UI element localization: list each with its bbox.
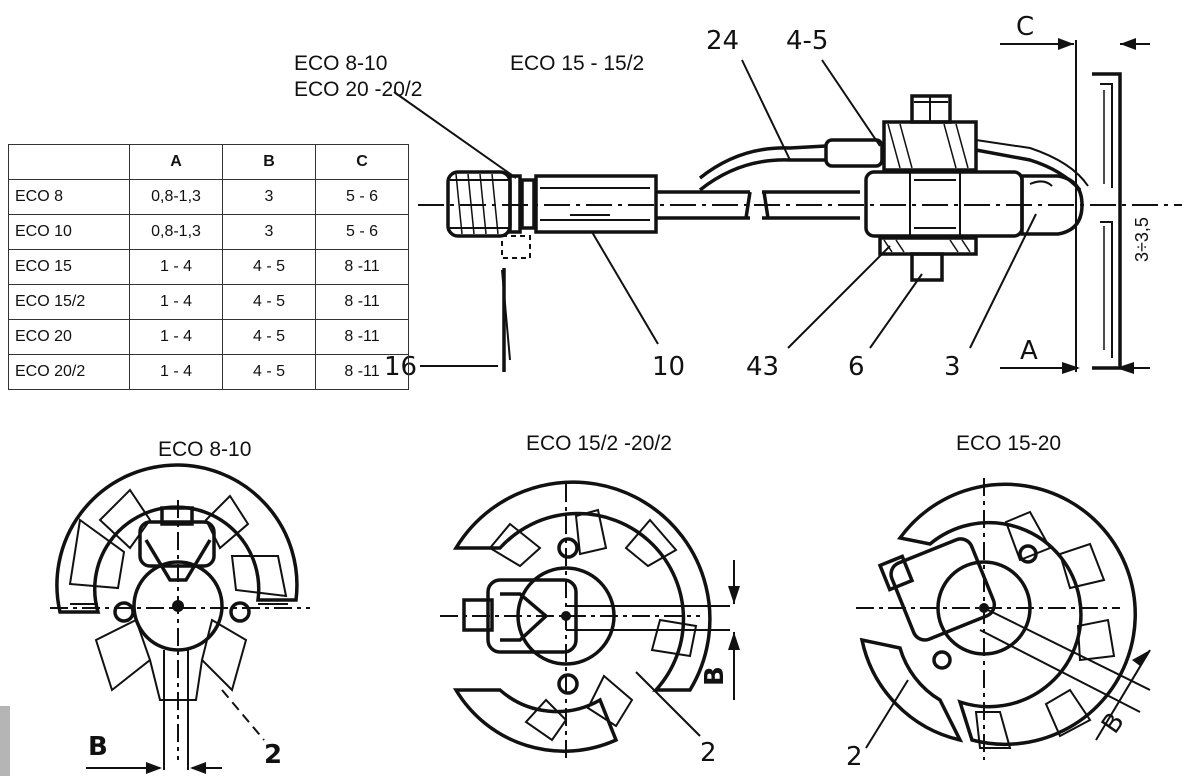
table-cell-c: 5 - 6	[315, 179, 409, 215]
table-cell-b: 4 - 5	[222, 354, 316, 390]
part-number-43: 43	[746, 352, 780, 382]
table-cell-model: ECO 10	[8, 214, 130, 250]
caption-eco-15-20: ECO 15-20	[956, 432, 1062, 455]
leader-6	[869, 273, 923, 349]
table-cell-b: 3	[222, 214, 316, 250]
part-number-4-5: 4-5	[786, 26, 829, 56]
dimension-b-label-mid: B	[700, 666, 730, 686]
screw-6	[910, 252, 944, 282]
table-cell-a: 1 - 4	[129, 319, 223, 355]
stabilizer-disc-side	[1092, 72, 1122, 370]
table-cell-b: 4 - 5	[222, 319, 316, 355]
electrode-rod	[975, 148, 1082, 192]
table-cell-a: 1 - 4	[129, 249, 223, 285]
table-cell-model: ECO 8	[8, 179, 130, 215]
leader-eco-8-10	[393, 91, 517, 179]
dimension-b-label-left: B	[88, 732, 108, 762]
table-header-cell: B	[222, 144, 316, 180]
table-cell-c: 8 -11	[315, 354, 409, 390]
table-row: ECO 20/2 1 - 4 4 - 5 8 -11	[8, 354, 409, 390]
body-hex	[534, 174, 658, 234]
electrode-insulator	[824, 138, 884, 168]
table-cell-c: 8 -11	[315, 284, 409, 320]
table-header-cell: A	[129, 144, 223, 180]
table-header-row: A B C	[8, 144, 409, 180]
table-header-cell: C	[315, 144, 409, 180]
part-number-3: 3	[944, 352, 961, 382]
table-row: ECO 20 1 - 4 4 - 5 8 -11	[8, 319, 409, 355]
electrode-16-outline	[501, 235, 531, 259]
disc-eco-15-20	[856, 478, 1151, 760]
caption-eco-8-10: ECO 8-10	[158, 438, 252, 461]
part-number-2-right: 2	[846, 742, 863, 772]
table-row: ECO 15 1 - 4 4 - 5 8 -11	[8, 249, 409, 285]
table-cell-b: 3	[222, 179, 316, 215]
leader-4-5	[821, 59, 881, 147]
tube-right	[762, 190, 860, 220]
table-cell-model: ECO 20/2	[8, 354, 130, 390]
caption-eco-15-2-20-2: ECO 15/2 -20/2	[526, 432, 672, 455]
dimension-3-3-5-label: 3÷3,5	[1132, 217, 1152, 262]
table-cell-b: 4 - 5	[222, 249, 316, 285]
disc-eco-15-2-20-2	[440, 480, 740, 760]
table-cell-a: 0,8-1,3	[129, 179, 223, 215]
ignition-cable	[698, 144, 827, 180]
leader-24	[741, 59, 791, 161]
label-eco-8-10: ECO 8-10	[294, 52, 388, 75]
dimension-c-label: C	[1016, 12, 1035, 42]
table-cell-a: 1 - 4	[129, 284, 223, 320]
collar-ring-1	[508, 174, 522, 234]
table-cell-model: ECO 15	[8, 249, 130, 285]
table-header-cell	[8, 144, 130, 180]
side-bar	[0, 706, 10, 776]
label-eco-15-15-2: ECO 15 - 15/2	[510, 52, 645, 75]
table-cell-b: 4 - 5	[222, 284, 316, 320]
spec-table: A B C ECO 8 0,8-1,3 3 5 - 6 ECO 10 0,8-1…	[8, 144, 409, 390]
table-cell-model: ECO 20	[8, 319, 130, 355]
table-cell-c: 8 -11	[315, 249, 409, 285]
part-number-2-mid: 2	[700, 738, 717, 768]
leader-10	[591, 231, 659, 345]
table-cell-a: 1 - 4	[129, 354, 223, 390]
leader-3	[969, 213, 1037, 349]
table-row: ECO 15/2 1 - 4 4 - 5 8 -11	[8, 284, 409, 320]
part-number-2-left: 2	[264, 740, 283, 770]
leader-43	[787, 245, 891, 349]
part-number-10: 10	[652, 352, 686, 382]
table-cell-c: 5 - 6	[315, 214, 409, 250]
table-cell-c: 8 -11	[315, 319, 409, 355]
table-row: ECO 8 0,8-1,3 3 5 - 6	[8, 179, 409, 215]
table-cell-model: ECO 15/2	[8, 284, 130, 320]
dimension-a-label: A	[1020, 336, 1038, 366]
table-cell-a: 0,8-1,3	[129, 214, 223, 250]
collar-ring-2	[520, 178, 536, 230]
tube-left	[656, 190, 752, 220]
disc-eco-8-10	[50, 463, 310, 774]
part-number-24: 24	[706, 26, 740, 56]
table-row: ECO 10 0,8-1,3 3 5 - 6	[8, 214, 409, 250]
part-number-6: 6	[848, 352, 865, 382]
label-eco-20-20-2: ECO 20 -20/2	[294, 78, 423, 101]
